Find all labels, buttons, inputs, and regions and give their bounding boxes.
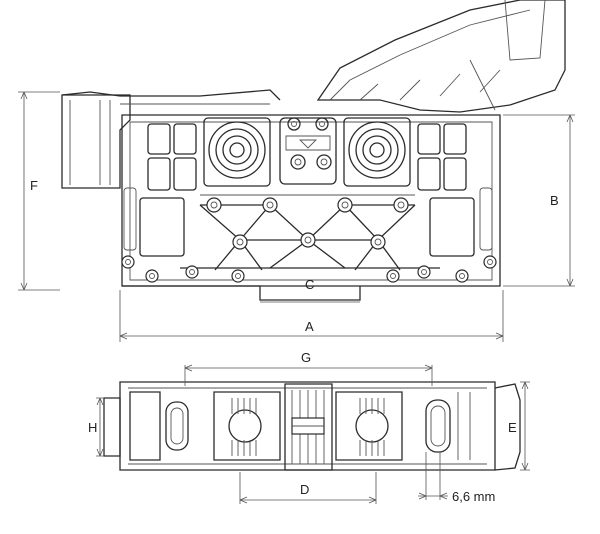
dimension-b: B	[503, 114, 575, 287]
top-right-clamp	[335, 391, 403, 461]
top-left-clamp	[213, 391, 281, 461]
label-d: D	[300, 482, 309, 497]
label-h: H	[88, 420, 97, 435]
dimension-a: A	[119, 290, 504, 342]
top-center-busbar	[284, 383, 333, 471]
center-screw-block	[279, 117, 337, 185]
top-left-cap	[103, 391, 189, 461]
dimension-c: C	[260, 277, 360, 303]
dimension-slot: 6,6 mm	[418, 452, 495, 504]
front-view: A C F B	[18, 0, 575, 342]
label-slot-width: 6,6 mm	[452, 489, 495, 504]
main-body-outline	[121, 114, 501, 287]
label-f: F	[30, 178, 38, 193]
top-right-cap	[425, 383, 521, 471]
label-b: B	[550, 193, 559, 208]
label-a: A	[305, 319, 314, 334]
dimension-d: D	[239, 472, 377, 504]
label-e: E	[508, 420, 517, 435]
label-g: G	[301, 350, 311, 365]
label-c: C	[305, 277, 314, 292]
left-clamp-circle	[203, 117, 271, 187]
top-view: G D H E 6,6 mm	[88, 350, 530, 504]
dimension-f: F	[18, 91, 60, 291]
left-cover	[61, 89, 281, 189]
dimension-h: H	[88, 397, 104, 457]
hinged-cover	[316, 0, 566, 113]
dimension-g: G	[184, 350, 433, 386]
truss-screws	[206, 197, 409, 250]
right-clamp-circle	[343, 117, 411, 187]
dimension-e: E	[508, 381, 530, 471]
left-pockets	[147, 123, 197, 191]
bottom-screws	[121, 255, 497, 283]
right-pockets	[417, 123, 467, 191]
